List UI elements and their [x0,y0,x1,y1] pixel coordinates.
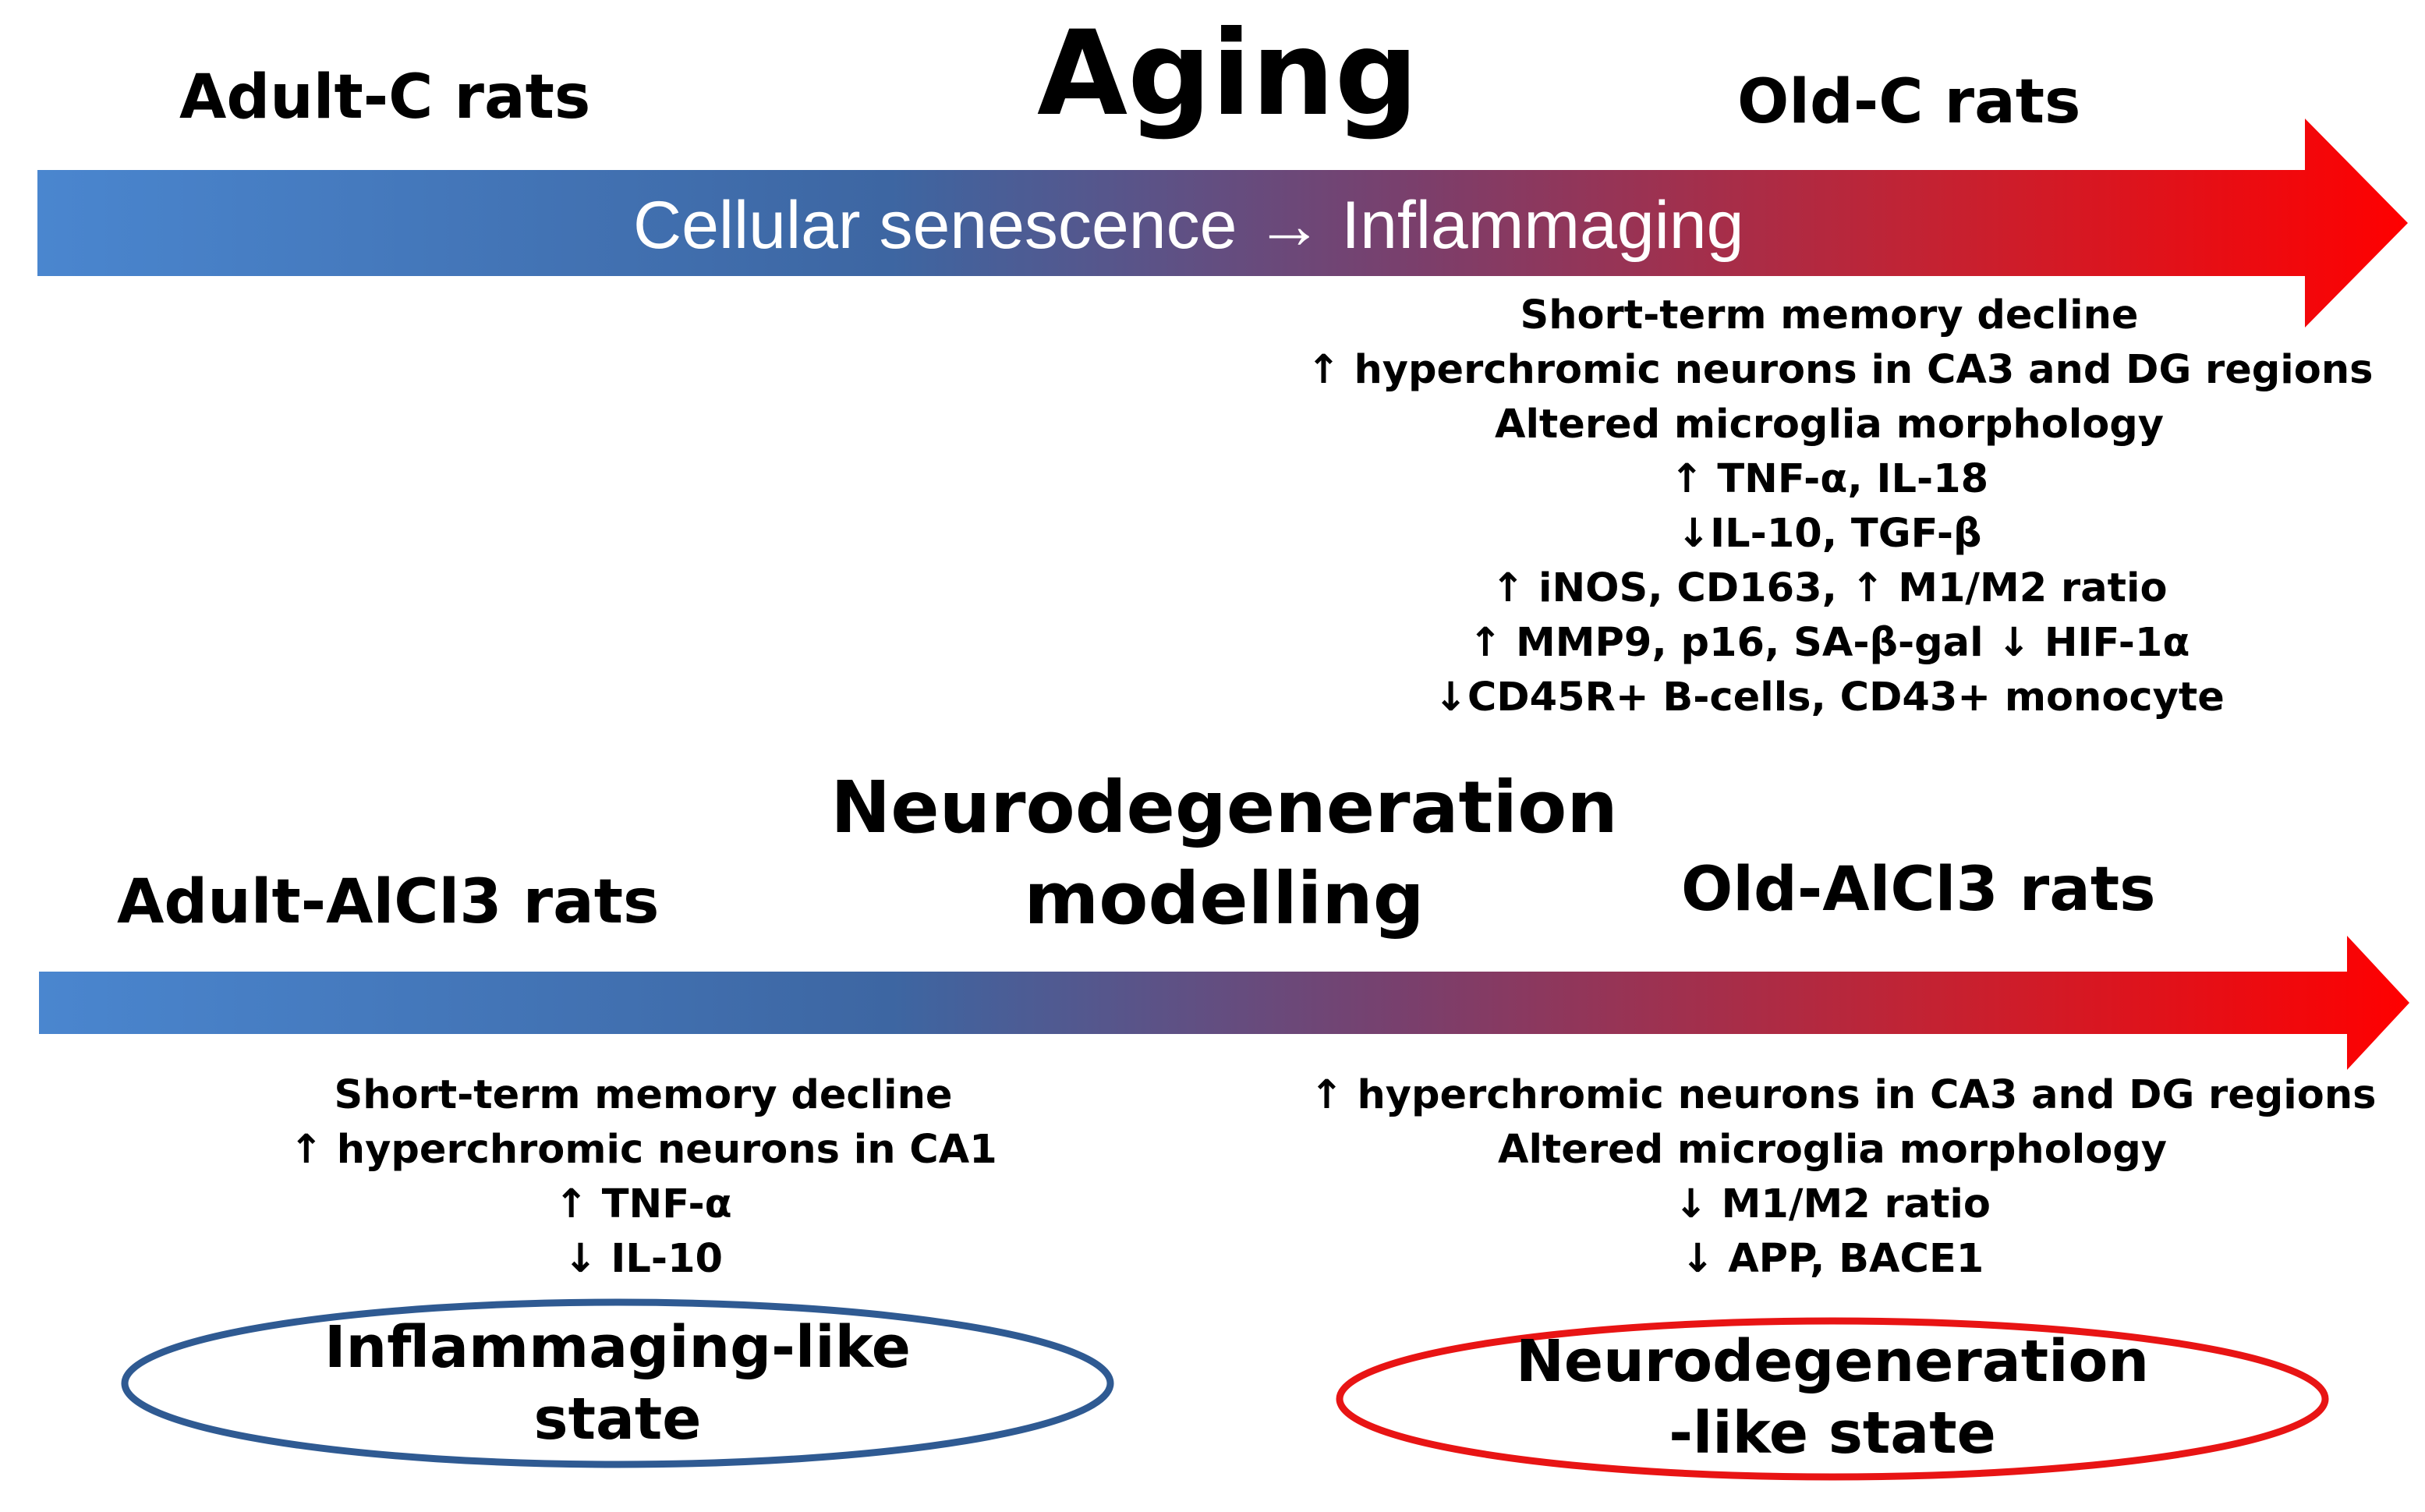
inflammaging-like-state-label: Inflammaging-like state [243,1312,992,1455]
finding-line: ↓ IL-10 [563,1236,724,1282]
finding-line: ↓CD45R+ B-cells, CD43+ monocyte [1434,675,2225,721]
finding-line: Short-term memory decline [334,1072,953,1118]
old-alcl3-label: Old-AlCl3 rats [1681,855,2156,925]
neurodegeneration-title: Neurodegeneration modelling [780,763,1669,945]
finding-line: Altered microglia morphology [1497,1127,2168,1173]
old-alcl3-findings: ↑ hyperchromic neurons in CA3 and DG reg… [1310,1068,2377,1287]
neurodegeneration-state-ellipse [1336,1317,2329,1481]
finding-line: ↑ hyperchromic neurons in CA1 [289,1127,997,1173]
adult-alcl3-findings: Short-term memory decline ↑ hyperchromic… [234,1068,1053,1287]
finding-line: ↑ MMP9, p16, SA-β-gal ↓ HIF-1α [1468,620,2190,666]
state-line: -like state [1669,1400,1996,1467]
state-line: Inflammaging-like [324,1314,911,1381]
finding-line: ↑ hyperchromic neurons in CA3 and DG reg… [1307,347,2374,393]
adult-c-label: Adult-C rats [179,62,591,133]
finding-line: ↑ TNF-α, IL-18 [1669,456,1989,502]
finding-line: Short-term memory decline [1520,292,2139,338]
inflammaging-state-ellipse [121,1298,1114,1468]
finding-line: ↓IL-10, TGF-β [1676,511,1982,557]
old-c-findings: Short-term memory decline ↑ hyperchromic… [1307,289,2374,725]
old-c-label: Old-C rats [1737,67,2081,137]
adult-alcl3-label: Adult-AlCl3 rats [117,867,660,937]
finding-line: ↑ hyperchromic neurons in CA3 and DG reg… [1310,1072,2377,1118]
finding-line: ↓ APP, BACE1 [1680,1236,1984,1282]
aging-arrow-text: Cellular senescence → Inflammaging [633,188,1744,263]
neurodegeneration-like-state-label: Neurodegeneration -like state [1458,1326,2207,1469]
state-line: Neurodegeneration [1515,1328,2149,1395]
neurodegeneration-arrow [39,936,2409,1070]
finding-line: ↓ M1/M2 ratio [1674,1181,1991,1227]
aging-arrow [37,119,2408,328]
neurodegeneration-title-line2: modelling [1024,856,1425,940]
finding-line: ↑ iNOS, CD163, ↑ M1/M2 ratio [1491,565,2168,611]
neurodegeneration-title-line1: Neurodegeneration [830,766,1618,849]
finding-line: Altered microglia morphology [1494,402,2165,448]
aging-title: Aging [1037,6,1419,142]
finding-line: ↑ TNF-α [554,1181,732,1227]
state-line: state [533,1386,702,1453]
